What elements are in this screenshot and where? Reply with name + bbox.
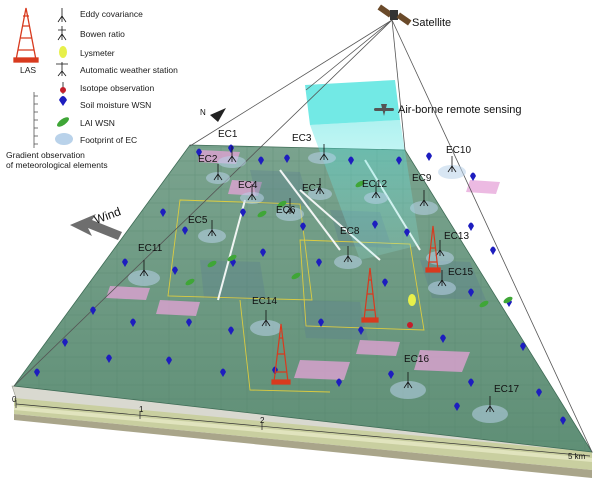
station-label-ec1: EC1 xyxy=(218,129,238,140)
airborne-beam xyxy=(305,80,420,260)
north-arrow-icon xyxy=(210,108,226,122)
scale-label-0: 0 xyxy=(12,395,17,404)
soil-moisture-icon xyxy=(59,96,67,106)
gradient-mast-icon xyxy=(33,92,38,148)
wind-label: Wind xyxy=(92,204,122,227)
scale-bar: 0 1 2 5 km xyxy=(12,395,591,461)
legend: LAS Gradient observation of meteorologic… xyxy=(6,7,178,170)
legend-item-footprint: Footprint of EC xyxy=(80,135,137,145)
legend-item-lai: LAI WSN xyxy=(80,118,115,128)
ec-towers xyxy=(139,144,495,413)
station-label-ec17: EC17 xyxy=(494,384,519,395)
ec-labels: EC1 EC2 EC3 EC4 EC5 EC6 EC7 EC8 EC9 EC10… xyxy=(138,129,519,395)
scale-label-1: 1 xyxy=(139,405,144,414)
station-label-ec4: EC4 xyxy=(238,180,258,191)
gradient-legend-label-2: of meteorological elements xyxy=(6,160,108,170)
satellite-label: Satellite xyxy=(412,17,451,29)
satellite-icon xyxy=(377,4,412,26)
station-label-ec7: EC7 xyxy=(302,183,322,194)
lysimeter-icon xyxy=(59,46,67,58)
station-label-ec6: EC6 xyxy=(276,205,296,216)
airborne-label: Air-borne remote sensing xyxy=(398,104,522,116)
weather-station-icon xyxy=(56,62,68,77)
airplane-icon xyxy=(374,104,394,116)
station-label-ec8: EC8 xyxy=(340,226,360,237)
lai-leaf-icon xyxy=(57,117,69,127)
las-legend-icon xyxy=(13,7,39,63)
footprint-icon xyxy=(55,133,73,145)
map-extras xyxy=(407,294,416,328)
isotope-icon xyxy=(60,82,66,94)
station-label-ec5: EC5 xyxy=(188,215,208,226)
station-label-ec14: EC14 xyxy=(252,296,277,307)
north-label: N xyxy=(200,108,206,117)
legend-item-ec: Eddy covariance xyxy=(80,9,143,19)
scale-label-2: 2 xyxy=(260,416,265,425)
station-label-ec12: EC12 xyxy=(362,179,387,190)
lai-sensors xyxy=(185,180,513,308)
scale-label-5km: 5 km xyxy=(568,452,586,461)
las-towers-map xyxy=(271,225,441,385)
wind-arrow-icon xyxy=(70,214,122,240)
station-label-ec11: EC11 xyxy=(138,243,163,254)
station-label-ec10: EC10 xyxy=(446,145,471,156)
satellite-rays xyxy=(13,19,593,453)
legend-item-bowen: Bowen ratio xyxy=(80,29,125,39)
las-legend-label: LAS xyxy=(20,65,36,75)
station-label-ec15: EC15 xyxy=(448,267,473,278)
eddy-covariance-icon xyxy=(57,8,67,23)
gradient-legend-label-1: Gradient observation xyxy=(6,150,85,160)
legend-item-isotope: Isotope observation xyxy=(80,83,154,93)
bowen-ratio-icon xyxy=(57,26,67,41)
station-label-ec9: EC9 xyxy=(412,173,432,184)
station-label-ec2: EC2 xyxy=(198,154,218,165)
station-label-ec13: EC13 xyxy=(444,231,469,242)
legend-item-aws: Automatic weather station xyxy=(80,65,178,75)
legend-item-soil: Soil moisture WSN xyxy=(80,100,151,110)
station-label-ec16: EC16 xyxy=(404,354,429,365)
legend-item-lysimeter: Lysmeter xyxy=(80,48,115,58)
station-label-ec3: EC3 xyxy=(292,133,312,144)
